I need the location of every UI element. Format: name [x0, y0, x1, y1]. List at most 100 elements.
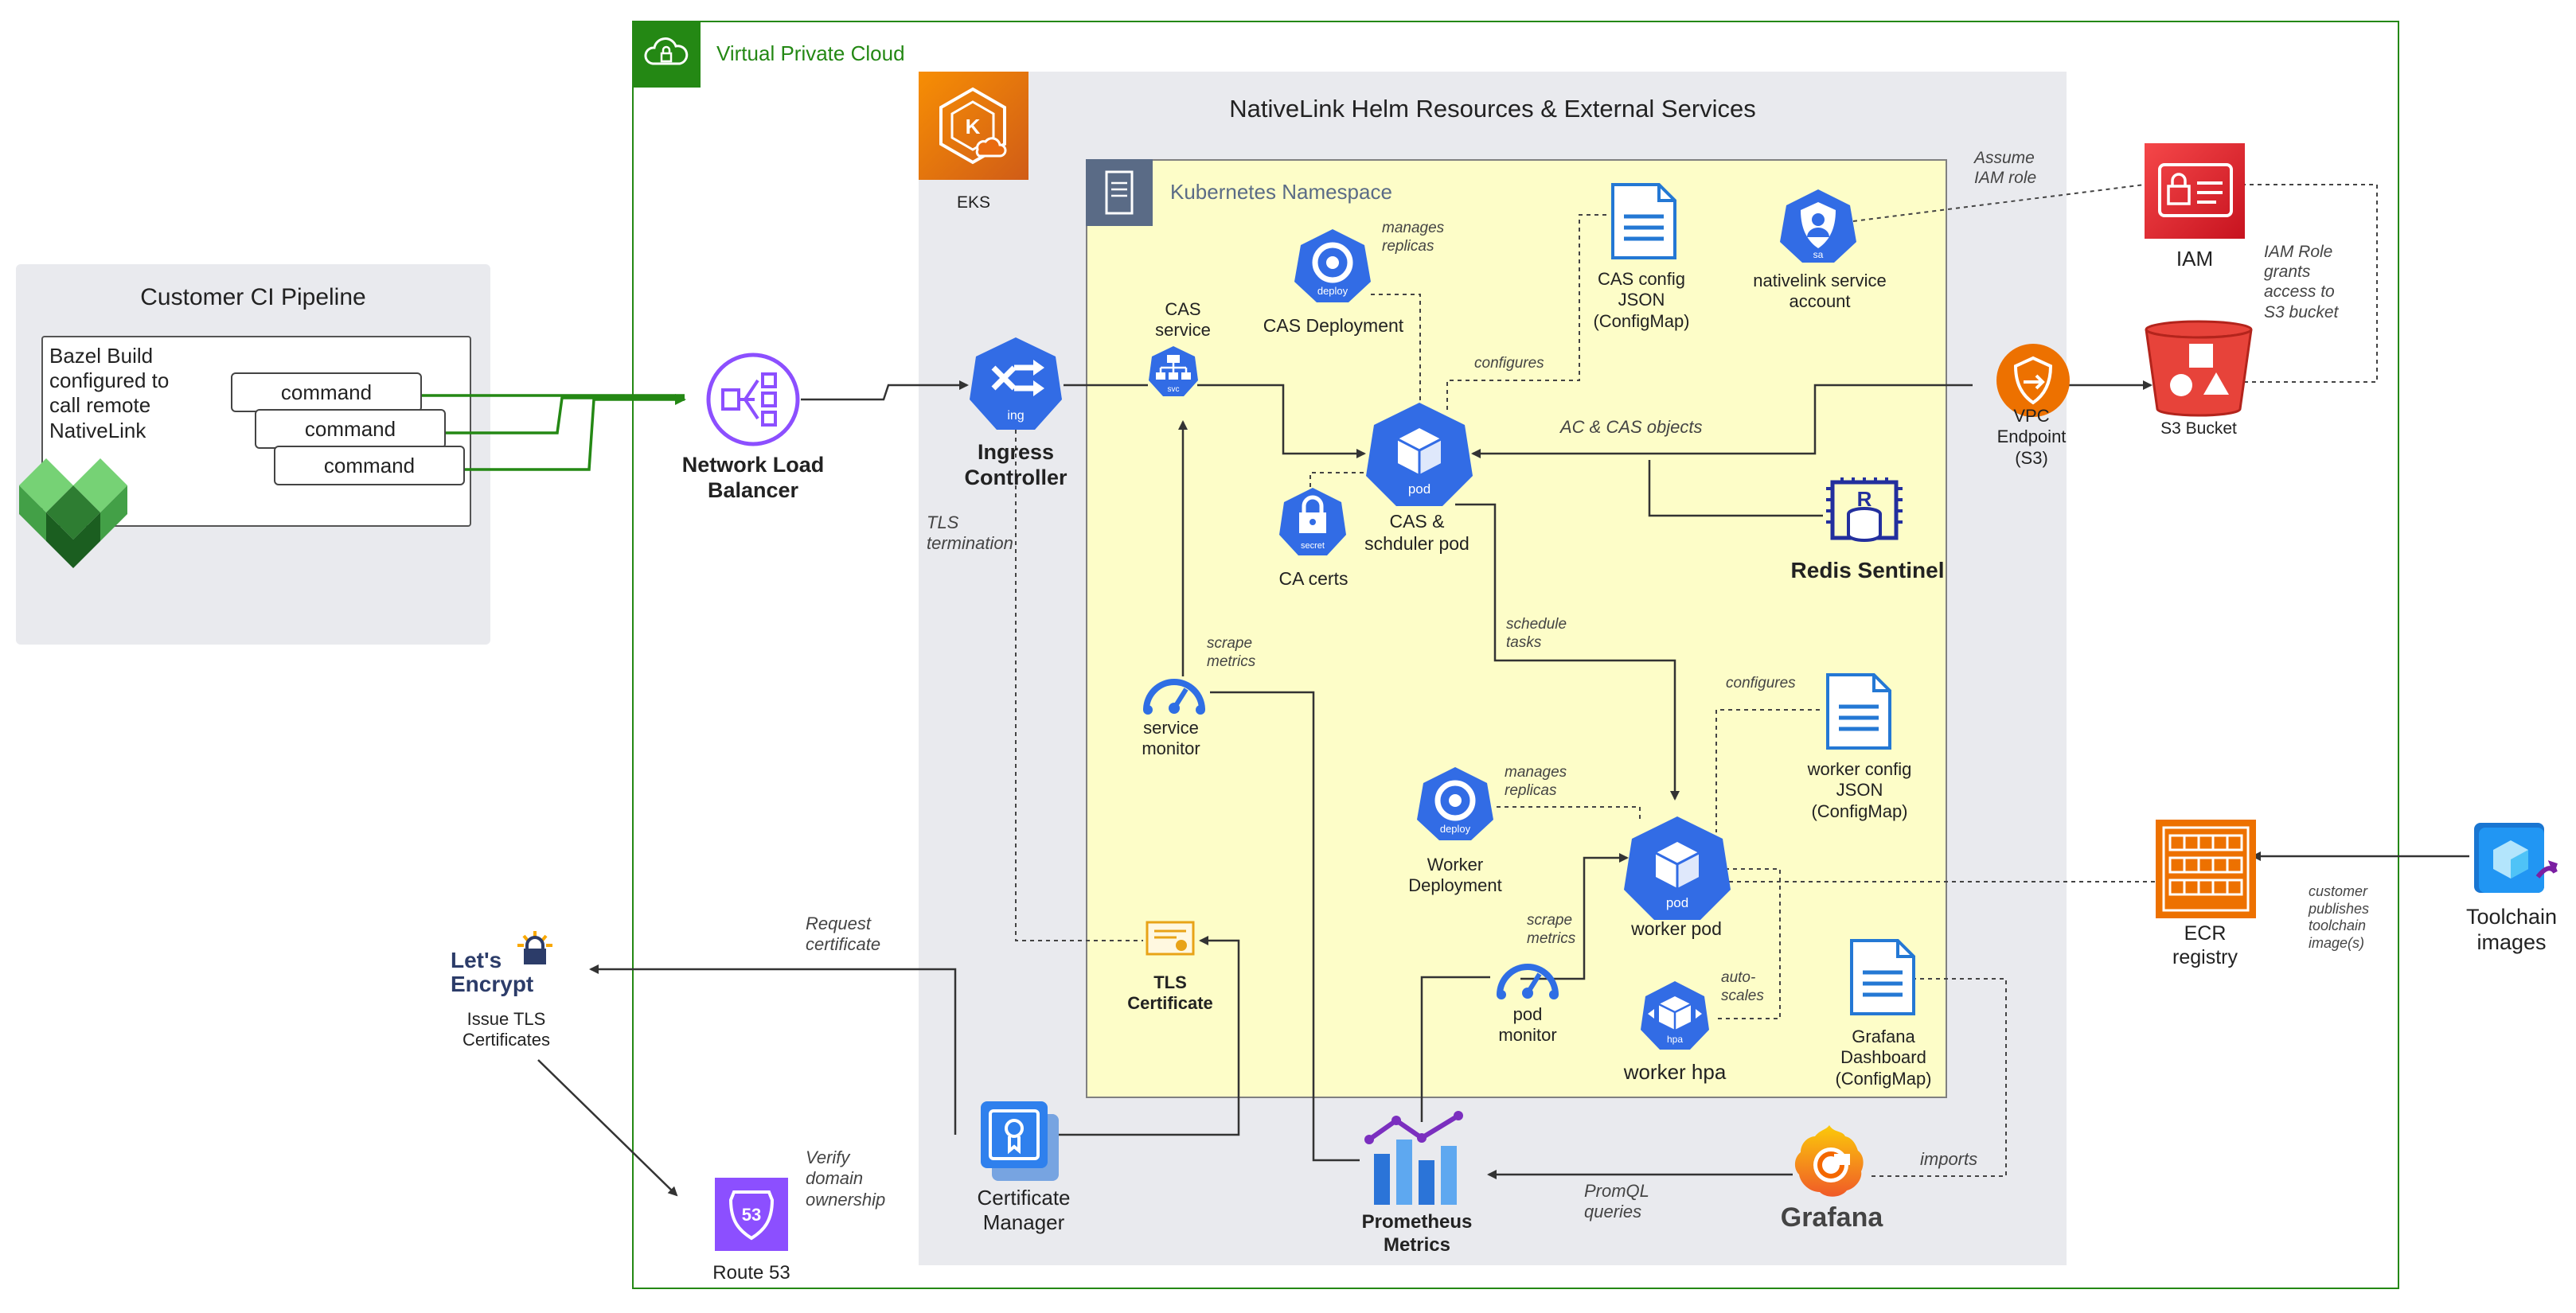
manages-replicas-cas-note: manages replicas: [1382, 220, 1445, 255]
helm-title: NativeLink Helm Resources & External Ser…: [1229, 95, 1756, 123]
toolchain-images-label: Toolchain images: [2465, 905, 2558, 955]
nlb-label: Network Load Balancer: [681, 453, 825, 503]
grafana-dashboard-label: Grafana Dashboard (ConfigMap): [1835, 1027, 1932, 1089]
worker-deployment-label: Worker Deployment: [1408, 855, 1502, 896]
eks-label: EKS: [956, 193, 991, 212]
svg-text:K: K: [966, 115, 981, 138]
command-box-1: [231, 372, 422, 412]
s3-bucket-icon: [2145, 320, 2253, 417]
iam-label: IAM: [2176, 247, 2214, 271]
worker-pod-label: worker pod: [1631, 918, 1722, 939]
vpc-container: [632, 21, 2399, 1289]
redis-sentinel-icon: R: [1826, 477, 1903, 542]
ac-cas-objects-note: AC & CAS objects: [1560, 417, 1703, 437]
route53-badge: 53: [742, 1205, 761, 1225]
svc-badge: svc: [1168, 385, 1180, 394]
ca-certs-secret-icon: secret: [1279, 488, 1346, 555]
cas-deployment-label: CAS Deployment: [1263, 315, 1404, 336]
ecr-registry-label: ECR registry: [2172, 922, 2238, 968]
service-monitor-gauge-icon: [1143, 679, 1205, 715]
cas-pod-label: CAS & schduler pod: [1364, 511, 1469, 554]
iam-icon: [2158, 163, 2233, 217]
tls-certificate-icon: [1146, 921, 1195, 956]
kubernetes-namespace: [1086, 159, 1947, 1098]
cas-pod-icon: pod: [1366, 403, 1473, 506]
network-load-balancer-icon: [706, 353, 800, 446]
s3-bucket-label: S3 Bucket: [2160, 419, 2237, 438]
command-label-2: command: [304, 417, 396, 441]
cas-deployment-icon: deploy: [1294, 229, 1371, 302]
namespace-title: Kubernetes Namespace: [1170, 180, 1392, 204]
ca-certs-label: CA certs: [1278, 568, 1348, 589]
ingress-badge: ing: [1007, 409, 1024, 423]
promql-queries-note: PromQL queries: [1584, 1181, 1649, 1222]
deploy-badge-worker: deploy: [1440, 823, 1471, 835]
command-label-1: command: [280, 380, 373, 404]
pod-monitor-gauge-icon: [1497, 964, 1559, 999]
manages-replicas-worker-note: manages replicas: [1505, 764, 1567, 799]
schedule-tasks-note: schedule tasks: [1506, 616, 1567, 651]
grafana-dashboard-document-icon: [1850, 939, 1915, 1015]
prometheus-metrics-icon: [1364, 1111, 1463, 1205]
cas-config-label: CAS config JSON (ConfigMap): [1593, 269, 1690, 331]
prometheus-metrics-label: Prometheus Metrics: [1361, 1211, 1473, 1256]
cas-service-icon: svc: [1149, 346, 1198, 396]
letsencrypt-label: Issue TLS Certificates: [462, 1009, 551, 1050]
eks-icon: K: [939, 87, 1007, 165]
bazel-build-text: Bazel Build configured to call remote Na…: [49, 344, 170, 442]
route53-icon: 53: [715, 1178, 788, 1251]
cloud-lock-icon: [644, 37, 689, 65]
scrape-metrics-service-note: scrape metrics: [1207, 635, 1256, 670]
namespace-icon-box: [1086, 159, 1153, 226]
cas-service-label: CAS service: [1155, 299, 1211, 341]
ingress-controller-label: Ingress Controller: [964, 440, 1067, 490]
pod-badge-cas: pod: [1408, 481, 1430, 497]
pod-badge-worker: pod: [1666, 895, 1688, 910]
letsencrypt-logo-lets: Let's: [451, 948, 502, 972]
certificate-manager-icon: [981, 1101, 1059, 1181]
ingress-controller-icon: ing: [970, 337, 1062, 430]
cas-config-document-icon: [1611, 183, 1676, 259]
command-box-3: [274, 446, 465, 485]
certificate-manager-label: Certificate Manager: [977, 1186, 1071, 1235]
worker-deployment-icon: deploy: [1417, 767, 1493, 840]
vpc-title: Virtual Private Cloud: [716, 41, 905, 65]
bazel-logo-icon: [19, 458, 127, 568]
ecr-registry-icon: [2156, 820, 2256, 918]
letsencrypt-logo: Let's Encrypt: [451, 929, 570, 1006]
autoscales-note: auto- scales: [1721, 969, 1764, 1004]
service-account-icon: sa: [1780, 189, 1856, 263]
tls-certificate-label: TLS Certificate: [1127, 972, 1213, 1014]
route53-label: Route 53: [712, 1262, 790, 1284]
letsencrypt-logo-encrypt: Encrypt: [451, 972, 534, 996]
deploy-badge-cas: deploy: [1317, 285, 1348, 297]
hpa-badge: hpa: [1667, 1034, 1683, 1045]
namespace-icon: [1105, 170, 1134, 215]
toolchain-images-icon: [2474, 823, 2558, 893]
scrape-metrics-pod-note: scrape metrics: [1527, 912, 1576, 947]
customer-publishes-note: customer publishes toolchain image(s): [2309, 883, 2370, 951]
worker-hpa-icon: hpa: [1641, 981, 1709, 1050]
service-monitor-label: service monitor: [1142, 718, 1200, 759]
worker-hpa-label: worker hpa: [1623, 1060, 1727, 1084]
secret-badge: secret: [1301, 541, 1325, 551]
padlock-sun-icon: [517, 931, 552, 964]
worker-pod-icon: pod: [1624, 816, 1731, 920]
request-certificate-note: Request certificate: [806, 914, 881, 955]
vpc-endpoint-label: VPC Endpoint (S3): [1996, 406, 2067, 468]
svg-text:R: R: [1857, 487, 1872, 511]
command-label-3: command: [323, 454, 416, 477]
customer-ci-title: Customer CI Pipeline: [140, 284, 366, 310]
grafana-label: Grafana: [1780, 1202, 1883, 1233]
vpc-endpoint-icon: [1996, 344, 2070, 417]
configures-worker-note: configures: [1726, 675, 1796, 692]
grafana-logo-icon: [1794, 1125, 1864, 1197]
assume-iam-note: Assume IAM role: [1974, 149, 2037, 188]
imports-note: imports: [1920, 1149, 1978, 1169]
sa-badge: sa: [1813, 249, 1824, 260]
pod-monitor-label: pod monitor: [1498, 1004, 1557, 1046]
verify-domain-note: Verify domain ownership: [806, 1147, 886, 1210]
configures-cas-note: configures: [1474, 355, 1544, 372]
tls-termination-note: TLS termination: [927, 512, 1013, 554]
